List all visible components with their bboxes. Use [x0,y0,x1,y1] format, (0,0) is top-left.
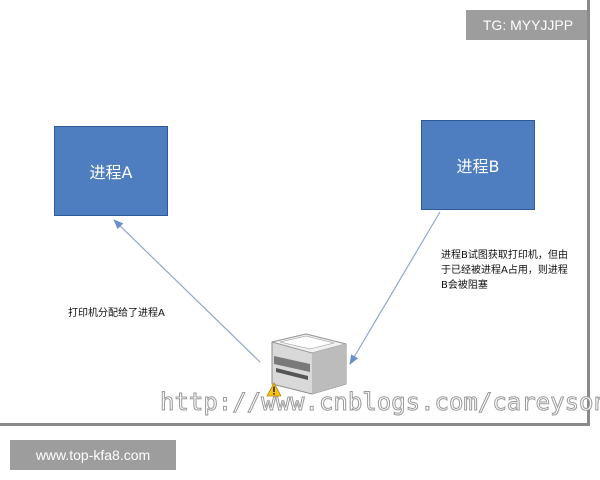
site-tag: www.top-kfa8.com [10,440,176,470]
arrow-b-to-printer [349,211,441,365]
annotation-process-b-blocked: 进程B试图获取打印机，但由于已经被进程A占用，则进程B会被阻塞 [441,250,568,291]
process-b-label: 进程B [456,157,500,176]
watermark-url: http://www.cnblogs.com/careyson [160,388,600,417]
annotation-printer-allocated: 打印机分配给了进程A [68,308,165,319]
tg-tag: TG: MYYJJPP [466,10,590,40]
printer-icon [271,333,347,395]
warning-icon [266,382,282,397]
process-b-box: 进程B [421,120,535,210]
arrow-printer-to-a [113,219,261,363]
process-a-label: 进程A [89,163,133,182]
process-a-box: 进程A [54,126,168,216]
